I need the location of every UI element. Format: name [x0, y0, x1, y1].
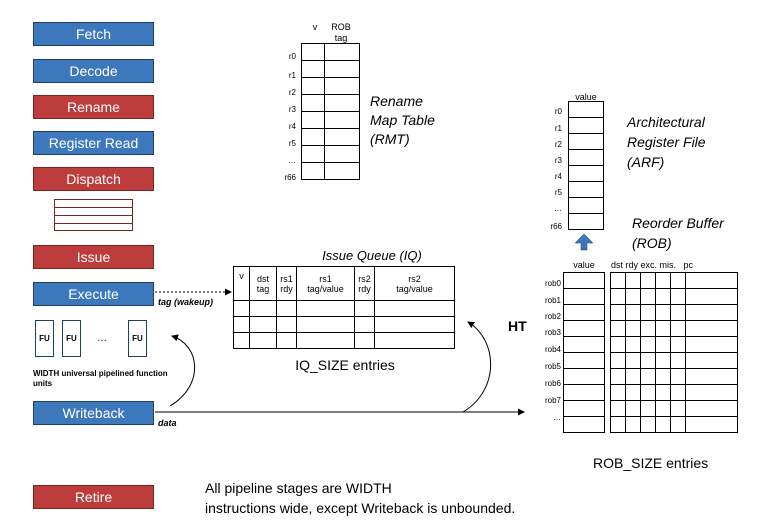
rmt-header-v: v	[312, 22, 318, 32]
arf-row-label: r4	[554, 172, 562, 181]
arf-row-label: r0	[554, 107, 562, 116]
pipeline-note: All pipeline stages are WIDTH instructio…	[205, 480, 516, 516]
stage-retire: Retire	[33, 485, 154, 509]
iq-size-label: IQ_SIZE entries	[295, 357, 395, 373]
function-unit: FU	[35, 320, 54, 357]
stage-execute: Execute	[33, 282, 154, 306]
rob-fields-table	[610, 272, 738, 433]
rob-title: Reorder Buffer(ROB)	[632, 215, 724, 251]
arf-row-label: r3	[554, 156, 562, 165]
architectural-register-file	[568, 101, 604, 230]
arf-header-value: value	[575, 92, 597, 102]
iq-feedback-arrow	[462, 321, 492, 413]
wakeup-label: tag (wakeup)	[158, 297, 214, 307]
rob-value-column	[563, 272, 605, 433]
function-unit: FU	[128, 320, 147, 357]
stage-decode: Decode	[33, 59, 154, 83]
stage-rename: Rename	[33, 95, 154, 119]
arf-row-label: r5	[554, 188, 562, 197]
rmt-row-label: r5	[288, 139, 296, 148]
rob-row-label: rob1	[544, 296, 561, 305]
rob-row-label: rob5	[544, 362, 561, 371]
rmt-row-label: r4	[288, 122, 296, 131]
rob-size-label: ROB_SIZE entries	[593, 455, 709, 471]
dispatch-buffer	[54, 199, 133, 231]
head-tail-marker: HT	[508, 318, 527, 334]
rob-row-label: …	[553, 413, 561, 422]
arf-row-label: r1	[554, 124, 562, 133]
rmt-row-label: r3	[288, 105, 296, 114]
fu-feedback-arrow	[169, 334, 196, 407]
function-unit-ellipsis: …	[97, 333, 107, 344]
rob-row-label: rob2	[544, 312, 561, 321]
rmt-row-label: r2	[288, 88, 296, 97]
arf-row-label: r2	[554, 140, 562, 149]
rename-map-table	[301, 43, 360, 180]
stage-writeback: Writeback	[33, 401, 154, 425]
rmt-row-label: …	[288, 156, 296, 165]
rob-row-label: rob4	[544, 345, 561, 354]
stage-fetch: Fetch	[33, 22, 154, 46]
rmt-header-rob: ROB	[331, 22, 351, 32]
data-label: data	[158, 418, 177, 428]
commit-arrow-icon	[574, 233, 594, 251]
rob-header-fields: dst rdy exc. mis. pc	[611, 260, 694, 270]
rmt-header-tag: tag	[334, 33, 348, 43]
arf-row-label: r66	[550, 222, 562, 231]
rob-row-label: rob0	[544, 279, 561, 288]
rob-header-value: value	[573, 260, 595, 270]
stage-dispatch: Dispatch	[33, 167, 154, 191]
stage-register-read: Register Read	[33, 131, 154, 155]
iq-title: Issue Queue (IQ)	[322, 248, 422, 263]
rob-row-label: rob3	[544, 328, 561, 337]
function-unit: FU	[62, 320, 81, 357]
rmt-row-label: r66	[284, 173, 296, 182]
rmt-row-label: r1	[288, 71, 296, 80]
rmt-row-label: r0	[288, 52, 296, 61]
rob-row-label: rob7	[544, 396, 561, 405]
function-units-caption: WIDTH universal pipelined function units	[33, 369, 168, 388]
rob-row-label: rob6	[544, 379, 561, 388]
stage-issue: Issue	[33, 245, 154, 269]
arf-row-label: …	[554, 204, 562, 213]
